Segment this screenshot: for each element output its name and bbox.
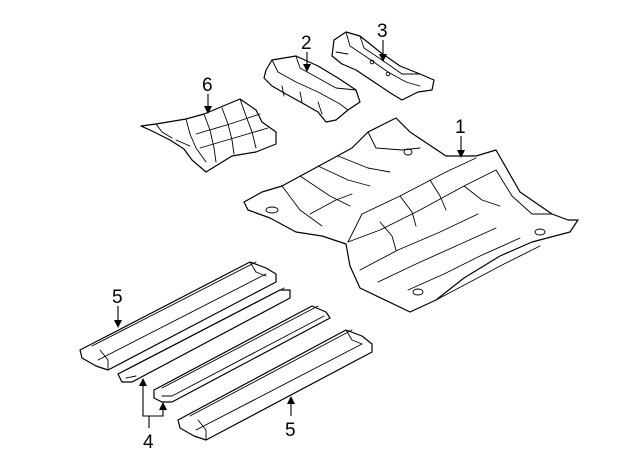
part-5-rocker-upper xyxy=(79,261,277,371)
part-4-sill-lower xyxy=(153,305,331,403)
callout-5-upper: 5 xyxy=(112,287,123,308)
leader-2 xyxy=(303,52,311,72)
part-4-sill-upper xyxy=(117,287,291,383)
leader-4 xyxy=(139,378,167,428)
callout-1: 1 xyxy=(455,117,466,138)
callout-2: 2 xyxy=(301,33,312,54)
leader-3 xyxy=(379,40,387,62)
part-6-crossmember xyxy=(140,98,277,173)
leader-1 xyxy=(457,136,465,158)
callout-3: 3 xyxy=(377,21,388,42)
part-3-bracket xyxy=(331,31,435,101)
part-5-rocker-lower xyxy=(177,329,373,441)
callout-5-lower: 5 xyxy=(285,420,296,441)
leader-6 xyxy=(204,94,212,114)
part-1-floor-pan xyxy=(243,117,579,313)
callout-4: 4 xyxy=(143,432,154,453)
leader-5-lower xyxy=(287,396,295,416)
callout-6: 6 xyxy=(202,75,213,96)
leader-5-upper xyxy=(114,306,122,328)
